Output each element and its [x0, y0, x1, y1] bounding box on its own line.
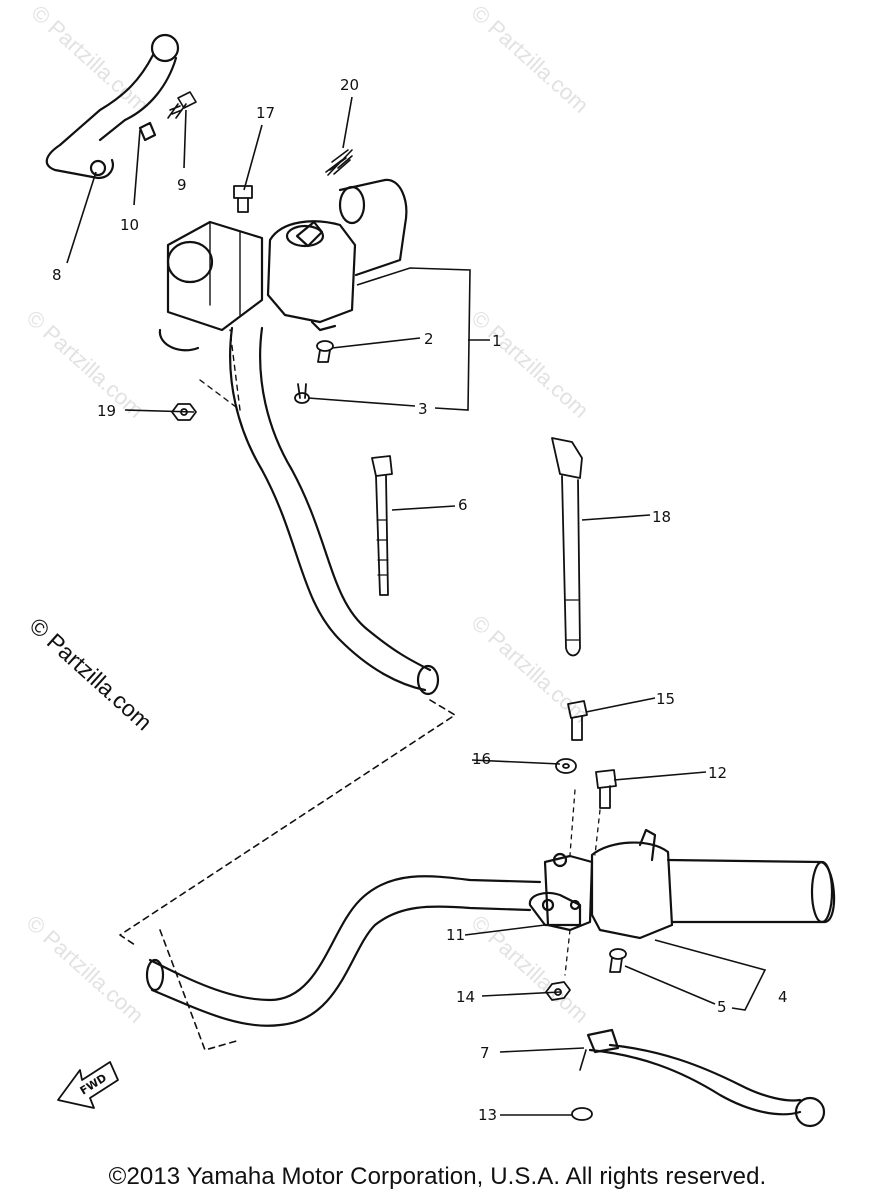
- callout-6: 6: [458, 496, 468, 514]
- watermark: © Partzilla.com: [467, 305, 594, 423]
- pin-13: [571, 1107, 593, 1121]
- callout-9: 9: [177, 176, 187, 194]
- callout-18: 18: [652, 508, 671, 526]
- handlebar: [119, 326, 542, 1051]
- callout-19: 19: [97, 402, 116, 420]
- callout-16: 16: [472, 750, 491, 768]
- callout-5: 5: [717, 998, 727, 1016]
- callout-11: 11: [446, 926, 465, 944]
- watermark-prominent: © Partzilla.com: [25, 612, 158, 735]
- cable-band-6: [371, 455, 393, 596]
- callout-8: 8: [52, 266, 62, 284]
- callout-3: 3: [418, 400, 428, 418]
- left-switch-housing: [528, 789, 836, 976]
- master-cylinder: [158, 220, 264, 411]
- watermark: © Partzilla.com: [27, 0, 154, 118]
- watermarks: © Partzilla.com © Partzilla.com © Partzi…: [22, 0, 594, 1028]
- screw-2: [316, 340, 334, 363]
- cable-band-18: [551, 437, 583, 657]
- callout-12: 12: [708, 764, 727, 782]
- watermark: © Partzilla.com: [467, 0, 594, 118]
- screw-5: [609, 948, 627, 973]
- clutch-lever: [579, 1028, 826, 1128]
- callout-4: 4: [778, 988, 788, 1006]
- watermark: © Partzilla.com: [22, 305, 149, 423]
- right-switch-housing: [266, 178, 408, 332]
- washer-16: [555, 758, 577, 774]
- callout-1: 1: [492, 332, 502, 350]
- leader-lines: [66, 96, 767, 1116]
- callout-14: 14: [456, 988, 475, 1006]
- handlebar-assembly: [45, 33, 836, 1128]
- front-lever: [45, 33, 180, 180]
- bolt-12: [595, 769, 617, 809]
- bolt-15: [567, 700, 588, 741]
- callout-7: 7: [480, 1044, 490, 1062]
- forward-arrow-label: FWD: [78, 1071, 109, 1097]
- watermark: © Partzilla.com: [467, 610, 594, 728]
- bolt-9: [167, 91, 197, 119]
- callout-17: 17: [256, 104, 275, 122]
- callout-numbers: 8 10 9 17 20 2 1 3 19 6 18 15 16 12 11 1…: [52, 76, 788, 1124]
- callout-20: 20: [340, 76, 359, 94]
- spring-20: [325, 149, 353, 176]
- bolt-17: [233, 185, 253, 213]
- callout-2: 2: [424, 330, 434, 348]
- forward-arrow: [57, 1061, 119, 1109]
- callout-10: 10: [120, 216, 139, 234]
- callout-15: 15: [656, 690, 675, 708]
- screw-3: [294, 383, 310, 404]
- callout-13: 13: [478, 1106, 497, 1124]
- copyright-notice: ©2013 Yamaha Motor Corporation, U.S.A. A…: [108, 1163, 767, 1190]
